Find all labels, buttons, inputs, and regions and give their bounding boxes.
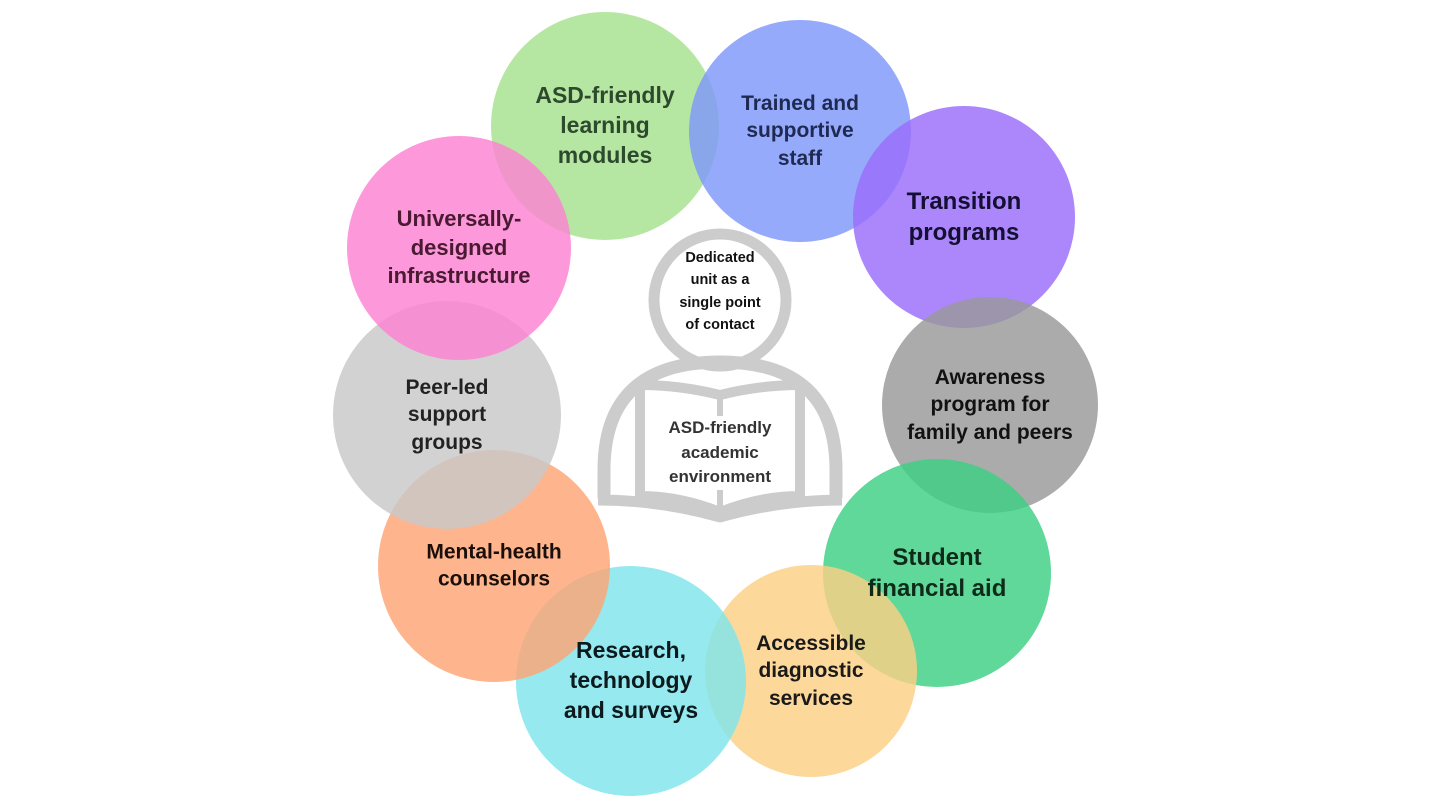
circles-layer <box>333 12 1098 796</box>
circle-awareness-program <box>882 297 1098 513</box>
circle-universal-infrastructure <box>347 136 571 360</box>
icon-head-ring <box>648 228 792 372</box>
person-reading-book-icon <box>597 228 843 523</box>
circle-peer-led-groups <box>333 301 561 529</box>
circle-trained-staff <box>689 20 911 242</box>
icon-book-base <box>597 494 843 523</box>
circle-accessible-diagnostic <box>705 565 917 777</box>
circle-transition-programs <box>853 106 1075 328</box>
icon-body-outline <box>597 355 843 498</box>
